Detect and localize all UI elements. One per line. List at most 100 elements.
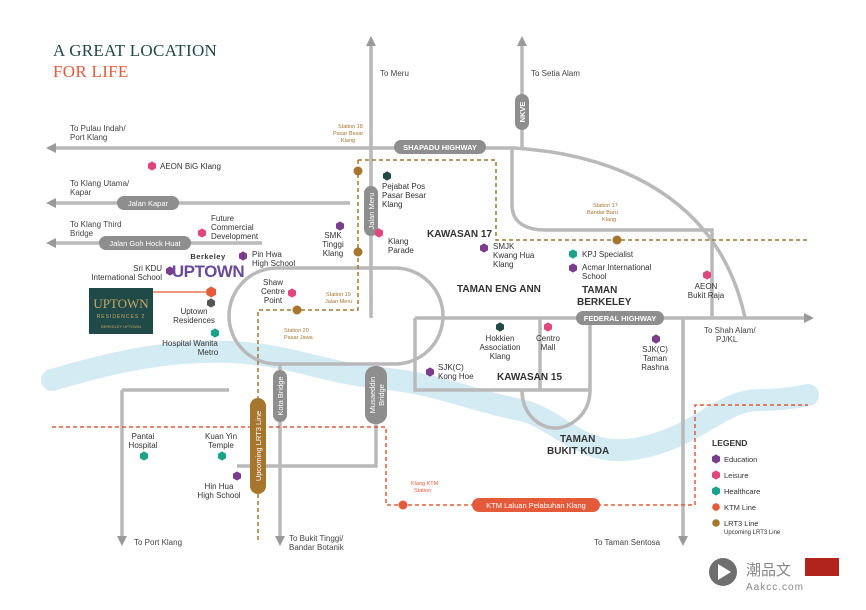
svg-text:Taman: Taman <box>643 354 667 363</box>
legend-ktm-icon <box>712 503 720 511</box>
svg-text:Station 19: Station 19 <box>326 292 351 298</box>
musaeddin-bridge-pill: Musaeddin Bridge <box>365 366 387 424</box>
svg-text:LRT3 Line: LRT3 Line <box>724 519 758 528</box>
hokkien-marker <box>496 322 504 332</box>
svg-text:To Port Klang: To Port Klang <box>134 538 182 547</box>
legend: LEGEND Education Leisure Healthcare KTM … <box>712 438 781 536</box>
svg-text:Klang: Klang <box>493 260 513 269</box>
hin-hua-marker <box>233 471 241 481</box>
svg-text:Port Klang: Port Klang <box>70 133 107 142</box>
legend-lrt-icon <box>712 519 720 527</box>
smjk-marker <box>480 243 488 253</box>
svg-text:Shaw: Shaw <box>263 278 283 287</box>
nkve-pill: NKVE <box>515 94 529 130</box>
svg-text:SMJK: SMJK <box>493 242 515 251</box>
svg-text:Kong Hoe: Kong Hoe <box>438 372 474 381</box>
svg-text:Klang: Klang <box>341 138 355 144</box>
svg-text:To Bukit Tinggi/: To Bukit Tinggi/ <box>289 534 344 543</box>
svg-text:International School: International School <box>91 273 162 282</box>
svg-text:KTM Laluan Pelabuhan Klang: KTM Laluan Pelabuhan Klang <box>486 501 586 510</box>
station-17-marker <box>612 235 622 245</box>
svg-text:AEON BiG Klang: AEON BiG Klang <box>160 162 221 171</box>
svg-text:UPTOWN: UPTOWN <box>93 296 149 311</box>
svg-text:SMK: SMK <box>324 231 342 240</box>
title-line-2: FOR LIFE <box>53 62 129 81</box>
svg-text:Bukit Raja: Bukit Raja <box>688 291 725 300</box>
svg-text:Bridge: Bridge <box>377 384 386 406</box>
svg-text:TAMAN ENG ANN: TAMAN ENG ANN <box>457 284 541 295</box>
svg-text:Pasar Besar: Pasar Besar <box>382 191 426 200</box>
svg-text:PJ/KL: PJ/KL <box>716 335 738 344</box>
svg-text:Centro: Centro <box>536 334 561 343</box>
svg-text:Jalan Meru: Jalan Meru <box>367 192 376 229</box>
svg-text:Station 20: Station 20 <box>284 328 309 334</box>
svg-text:Upcoming LRT3 Line: Upcoming LRT3 Line <box>724 530 781 536</box>
centro-marker <box>544 322 552 332</box>
svg-text:Klang: Klang <box>388 237 408 246</box>
svg-text:Hin Hua: Hin Hua <box>205 482 234 491</box>
svg-text:Upcoming LRT3 Line: Upcoming LRT3 Line <box>254 411 263 481</box>
lrt3-line <box>257 159 808 540</box>
station-19-marker <box>353 247 363 257</box>
svg-text:Kota Bridge: Kota Bridge <box>276 376 285 415</box>
svg-text:To Shah Alam/: To Shah Alam/ <box>704 326 756 335</box>
svg-text:To Klang Third: To Klang Third <box>70 220 121 229</box>
pin-hwa-marker <box>239 251 247 261</box>
station-20-marker <box>292 305 302 315</box>
svg-text:Bridge: Bridge <box>70 229 94 238</box>
shapadu-highway-pill: SHAPADU HIGHWAY <box>394 140 486 154</box>
svg-text:BERKELEY: BERKELEY <box>577 297 632 308</box>
pejabat-pos-marker <box>383 171 391 181</box>
hospital-wanita-marker <box>211 328 219 338</box>
svg-text:Pantai: Pantai <box>132 432 155 441</box>
federal-highway-pill: FEDERAL HIGHWAY <box>576 311 664 325</box>
svg-text:Jalan Meru: Jalan Meru <box>325 299 352 305</box>
svg-text:High School: High School <box>197 491 240 500</box>
svg-text:Development: Development <box>211 232 259 241</box>
svg-text:Station: Station <box>414 488 431 494</box>
direction-labels: To Meru To Setia Alam To Pulau Indah/ Po… <box>70 69 756 552</box>
svg-text:Uptown: Uptown <box>180 307 207 316</box>
svg-text:Healthcare: Healthcare <box>724 487 760 496</box>
svg-text:Berkeley: Berkeley <box>190 252 226 261</box>
uptown-residences-logo: UPTOWN RESIDENCES 2 BERKELEY UPTOWN <box>89 288 153 334</box>
svg-text:To Pulau Indah/: To Pulau Indah/ <box>70 124 126 133</box>
uptown-location-marker <box>206 286 217 298</box>
aeon-big-marker <box>148 161 156 171</box>
svg-text:Musaeddin: Musaeddin <box>368 377 377 414</box>
svg-text:Parade: Parade <box>388 246 414 255</box>
pantai-marker <box>140 451 148 461</box>
svg-text:To Klang Utama/: To Klang Utama/ <box>70 179 130 188</box>
svg-text:SJK(C): SJK(C) <box>642 345 668 354</box>
smk-tinggi-marker <box>336 221 344 231</box>
svg-text:Education: Education <box>724 455 757 464</box>
svg-text:Leisure: Leisure <box>724 471 749 480</box>
legend-education-icon <box>712 454 720 464</box>
svg-text:Centre: Centre <box>261 287 286 296</box>
station-labels: Station 18 Pasar Besar Klang Station 17 … <box>284 124 618 494</box>
direction-arrows <box>46 36 814 546</box>
svg-text:Pin Hwa: Pin Hwa <box>252 250 282 259</box>
kpj-marker <box>569 249 577 259</box>
svg-text:KTM Line: KTM Line <box>724 503 756 512</box>
jalan-goh-pill: Jalan Goh Hock Huat <box>99 236 191 250</box>
svg-text:NKVE: NKVE <box>518 102 527 123</box>
svg-text:KAWASAN 17: KAWASAN 17 <box>427 229 492 240</box>
river <box>41 340 819 462</box>
svg-text:SHAPADU HIGHWAY: SHAPADU HIGHWAY <box>403 143 477 152</box>
svg-text:Bandar Baru: Bandar Baru <box>587 210 618 216</box>
svg-text:Metro: Metro <box>198 348 219 357</box>
svg-text:Bandar Botanik: Bandar Botanik <box>289 543 345 552</box>
svg-text:TAMAN: TAMAN <box>560 434 595 445</box>
legend-healthcare-icon <box>712 486 720 496</box>
title-line-1: A GREAT LOCATION <box>53 41 217 60</box>
acmar-marker <box>569 263 577 273</box>
svg-text:BERKELEY UPTOWN: BERKELEY UPTOWN <box>101 324 141 329</box>
svg-text:To Meru: To Meru <box>380 69 409 78</box>
svg-text:To Setia Alam: To Setia Alam <box>531 69 580 78</box>
svg-text:Klang: Klang <box>490 352 510 361</box>
jalan-kapar-pill: Jalan Kapar <box>117 196 179 210</box>
site-watermark: 潮品文 Aakcc.com <box>709 558 839 593</box>
svg-text:Hospital Wanita: Hospital Wanita <box>162 339 218 348</box>
svg-text:BUKIT KUDA: BUKIT KUDA <box>547 446 609 457</box>
